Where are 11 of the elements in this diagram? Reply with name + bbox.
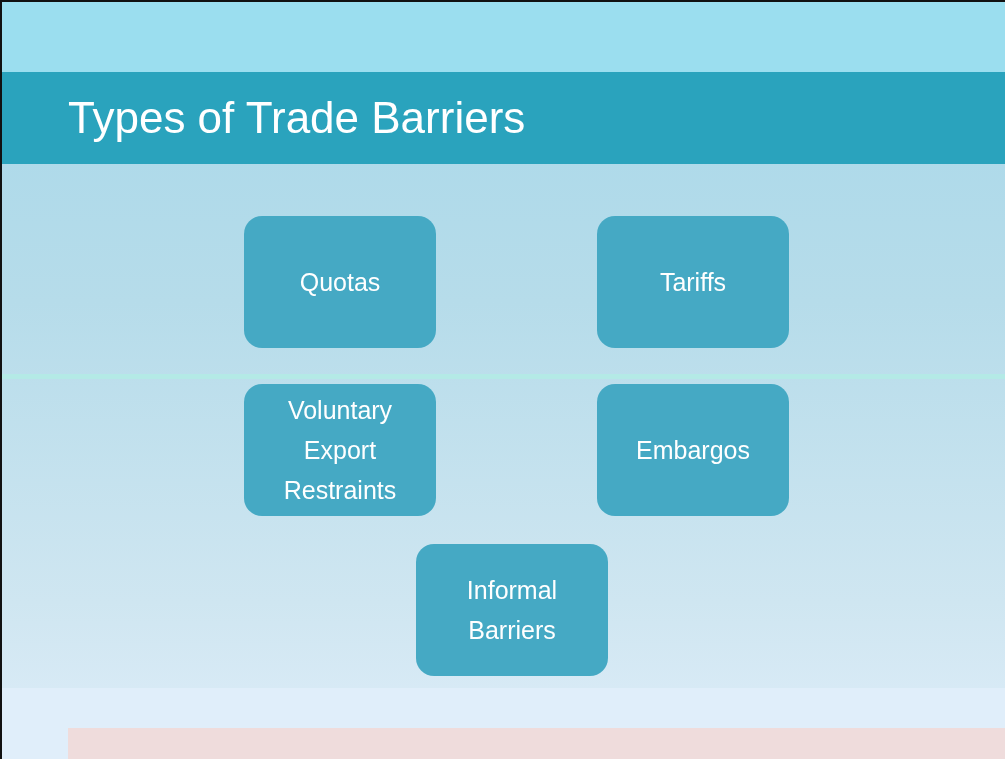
rounded-box — [244, 216, 436, 348]
box-label: Tariffs — [659, 267, 727, 298]
rounded-box — [416, 544, 608, 676]
rounded-box — [597, 216, 789, 348]
box-label: Voluntary Export Restraints — [282, 395, 398, 506]
rounded-box — [244, 384, 436, 516]
box-label: Quotas — [299, 267, 381, 298]
box-label: Informal Barriers — [465, 575, 559, 646]
rounded-box — [597, 384, 789, 516]
title: Types of Trade Barriers — [68, 93, 526, 143]
box-label: Embargos — [636, 435, 750, 466]
